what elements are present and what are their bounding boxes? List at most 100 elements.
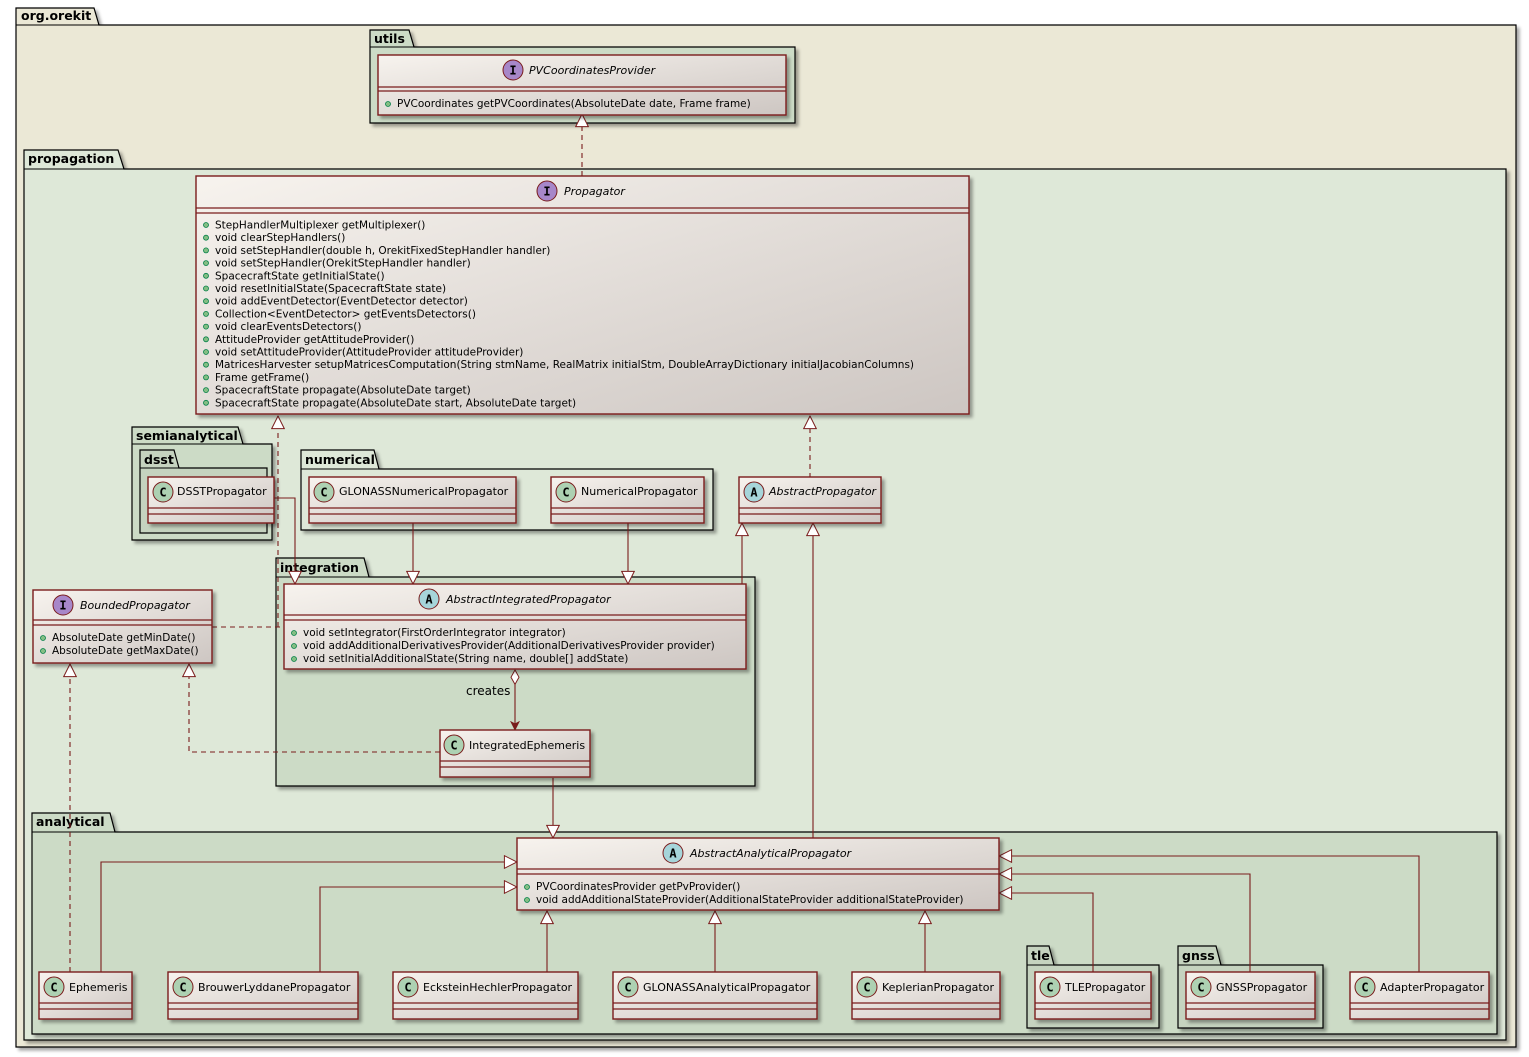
class-icon: [555, 481, 577, 503]
member-list: StepHandlerMultiplexer getMultiplexer()v…: [203, 220, 914, 409]
generalization-dsst-abstractintegrated: [274, 497, 295, 584]
interface-icon: [52, 594, 74, 616]
stereotype-letter: I: [59, 599, 66, 613]
class-ephemeris[interactable]: C Ephemeris: [38, 971, 133, 1020]
class-icon: [1039, 976, 1061, 998]
member: void clearStepHandlers(): [215, 232, 345, 244]
stereotype-letter: C: [404, 981, 411, 995]
class-icon: [443, 734, 465, 756]
member: void clearEventsDetectors(): [215, 321, 361, 333]
public-icon: [203, 399, 209, 406]
stereotype-letter: C: [159, 486, 166, 500]
class-name: AbstractAnalyticalPropagator: [689, 847, 853, 860]
class-icon: [1190, 976, 1212, 998]
member: void addAdditionalStateProvider(Addition…: [536, 894, 964, 906]
class-keplerianpropagator[interactable]: C KeplerianPropagator: [851, 971, 1001, 1020]
public-icon: [291, 643, 297, 649]
public-icon: [203, 234, 209, 241]
relations: [70, 114, 1420, 972]
package-title: numerical: [305, 452, 375, 467]
member: SpacecraftState getInitialState(): [215, 270, 385, 282]
public-icon: [203, 272, 209, 279]
member: MatricesHarvester setupMatricesComputati…: [215, 359, 914, 371]
stereotype-letter: C: [863, 981, 870, 995]
stereotype-letter: C: [1197, 981, 1204, 995]
member: void resetInitialState(SpacecraftState s…: [215, 283, 446, 295]
member: AbsoluteDate getMinDate(): [52, 632, 196, 644]
stereotype-letter: C: [320, 486, 327, 500]
public-icon: [291, 656, 297, 662]
public-icon: [203, 336, 209, 343]
public-icon: [203, 387, 209, 394]
class-name: KeplerianPropagator: [882, 981, 994, 994]
member: AttitudeProvider getAttitudeProvider(): [215, 334, 414, 346]
class-tlepropagator[interactable]: C TLEPropagator: [1034, 971, 1152, 1020]
package-title: org.orekit: [21, 8, 91, 23]
class-name: Ephemeris: [69, 981, 128, 994]
package-title: analytical: [36, 814, 105, 829]
public-icon: [203, 260, 209, 267]
class-name: BoundedPropagator: [80, 599, 191, 612]
class-dsstpropagator[interactable]: C DSSTPropagator: [147, 476, 275, 524]
public-icon: [203, 323, 209, 330]
public-icon: [203, 285, 209, 292]
relation-label-creates: creates: [466, 684, 510, 698]
class-brouwerlyddanepropagator[interactable]: C BrouwerLyddanePropagator: [167, 971, 359, 1020]
public-icon: [203, 222, 209, 228]
abstract-class-icon: [662, 842, 684, 864]
class-boundedpropagator[interactable]: I BoundedPropagator AbsoluteDate getMinD…: [32, 589, 213, 664]
public-icon: [40, 648, 46, 654]
member: void setInitialAdditionalState(String na…: [303, 653, 628, 665]
stereotype-letter: C: [1046, 981, 1053, 995]
member: void addEventDetector(EventDetector dete…: [215, 296, 468, 308]
class-abstractintegratedpropagator[interactable]: A AbstractIntegratedPropagator void setI…: [283, 583, 747, 670]
public-icon: [203, 310, 209, 317]
class-adapterpropagator[interactable]: C AdapterPropagator: [1349, 971, 1490, 1020]
stereotype-letter: I: [509, 64, 516, 78]
generalization-tle-abstractanalytical: [999, 893, 1094, 972]
member: PVCoordinatesProvider getPvProvider(): [536, 881, 740, 893]
member: PVCoordinates getPVCoordinates(AbsoluteD…: [397, 98, 751, 110]
stereotype-letter: A: [750, 486, 758, 500]
class-glonassanalyticalpropagator[interactable]: C GLONASSAnalyticalPropagator: [612, 971, 818, 1020]
public-icon: [40, 635, 46, 641]
stereotype-letter: C: [624, 981, 631, 995]
class-gnsspropagator[interactable]: C GNSSPropagator: [1185, 971, 1316, 1020]
stereotype-letter: I: [543, 185, 550, 199]
class-name: AbstractIntegratedPropagator: [445, 593, 612, 606]
class-name: GNSSPropagator: [1216, 981, 1308, 994]
class-name: GLONASSAnalyticalPropagator: [643, 981, 811, 994]
class-icon: [856, 976, 878, 998]
class-glonassnumericalpropagator[interactable]: C GLONASSNumericalPropagator: [308, 476, 517, 524]
class-pvcoordinatesprovider[interactable]: I PVCoordinatesProvider PVCoordinates ge…: [377, 54, 787, 116]
package-title: semianalytical: [136, 428, 238, 443]
class-ecksteinhechlerpropagator[interactable]: C EcksteinHechlerPropagator: [392, 971, 579, 1020]
class-name: NumericalPropagator: [581, 485, 698, 498]
interface-icon: [502, 59, 524, 81]
class-numericalpropagator[interactable]: C NumericalPropagator: [550, 476, 705, 524]
member: Collection<EventDetector> getEventsDetec…: [215, 308, 476, 320]
package-title: gnss: [1182, 948, 1215, 963]
package-title: utils: [374, 31, 405, 46]
member: void setStepHandler(OrekitStepHandler ha…: [215, 258, 471, 270]
realization-integratedephemeris-bounded: [189, 664, 440, 753]
class-name: AdapterPropagator: [1380, 981, 1485, 994]
stereotype-letter: C: [562, 486, 569, 500]
class-abstractpropagator[interactable]: A AbstractPropagator: [738, 476, 882, 524]
abstract-class-icon: [743, 481, 765, 503]
class-name: DSSTPropagator: [177, 485, 267, 498]
class-propagator[interactable]: I Propagator StepHandlerMultiplexer getM…: [195, 175, 970, 415]
member: void setIntegrator(FirstOrderIntegrator …: [303, 627, 566, 639]
class-name: IntegratedEphemeris: [469, 739, 585, 752]
generalization-ephemeris-abstractanalytical: [100, 862, 517, 972]
class-integratedephemeris[interactable]: C IntegratedEphemeris: [439, 729, 591, 778]
class-name: PVCoordinatesProvider: [529, 64, 657, 77]
class-name: AbstractPropagator: [768, 485, 878, 498]
member: SpacecraftState propagate(AbsoluteDate s…: [215, 397, 576, 409]
generalization-gnss-abstractanalytical: [999, 874, 1251, 972]
stereotype-letter: C: [50, 981, 57, 995]
class-abstractanalyticalpropagator[interactable]: A AbstractAnalyticalPropagator PVCoordin…: [516, 837, 1000, 911]
interface-icon: [536, 180, 558, 202]
package-title: tle: [1031, 948, 1050, 963]
class-icon: [1354, 976, 1376, 998]
